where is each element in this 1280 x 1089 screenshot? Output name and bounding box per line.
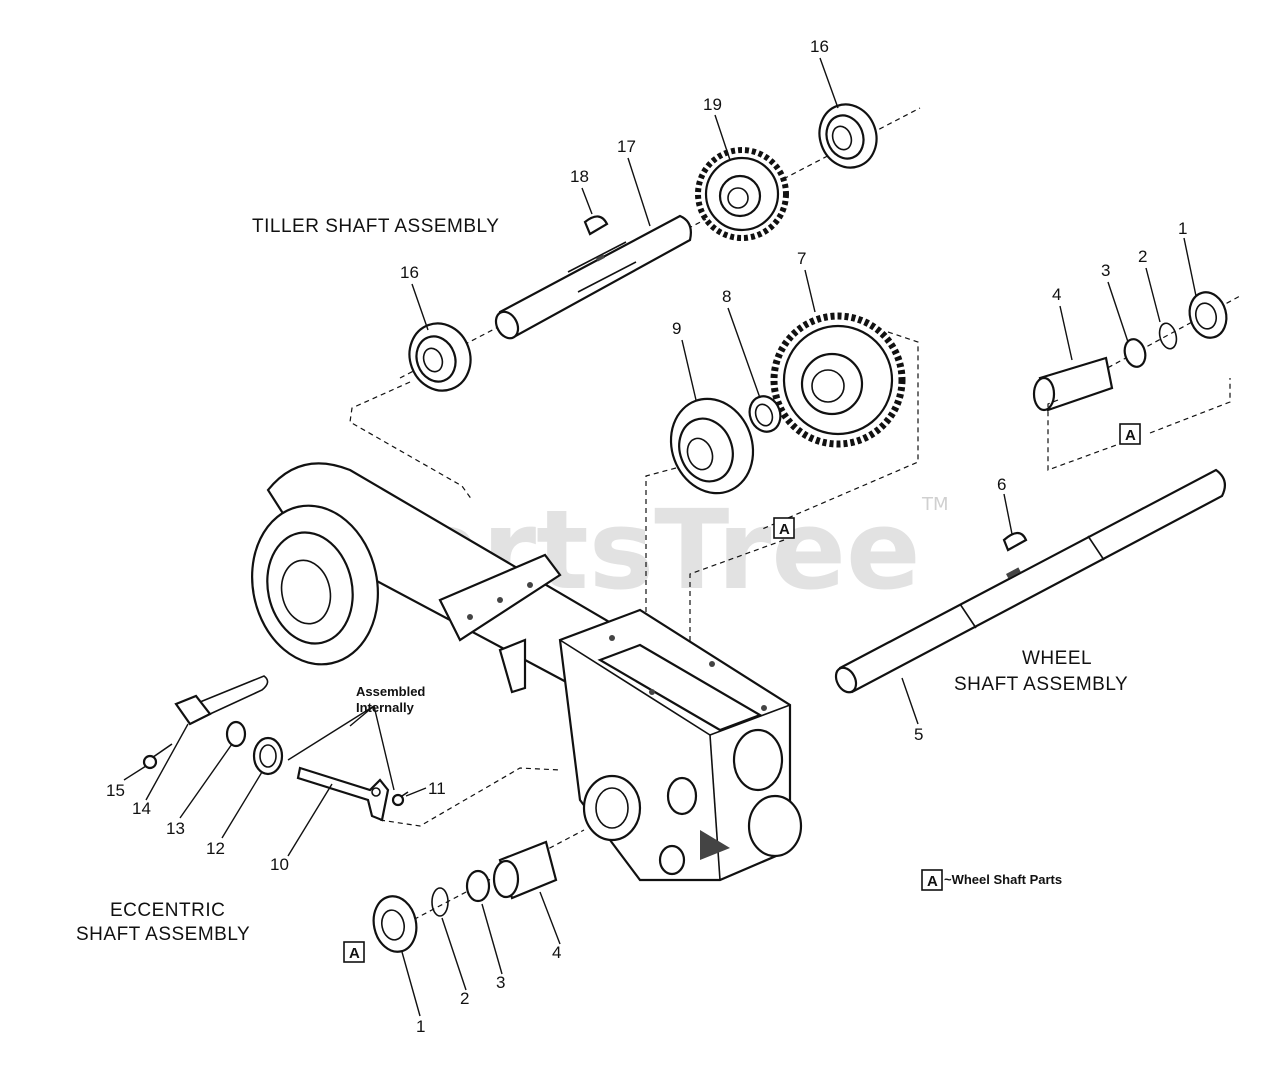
- callout-2-bottom: 2: [460, 989, 469, 1008]
- tine-housing[interactable]: [238, 462, 642, 702]
- spacer-4-right[interactable]: [1032, 356, 1114, 412]
- callout-6: 6: [997, 475, 1006, 494]
- callout-2-right: 2: [1138, 247, 1147, 266]
- bearing-1-right[interactable]: [1185, 288, 1232, 342]
- note-line-1: Assembled: [356, 684, 425, 699]
- gear-7[interactable]: [770, 312, 906, 448]
- callout-11: 11: [428, 779, 446, 798]
- legend-text: ~Wheel Shaft Parts: [944, 872, 1062, 887]
- callout-17: 17: [617, 137, 636, 156]
- callout-14: 14: [132, 799, 151, 818]
- washer-8[interactable]: [745, 392, 786, 436]
- callout-1-bottom: 1: [416, 1017, 425, 1036]
- marker-a-bottom: A: [343, 941, 365, 963]
- retaining-ring-2-bottom[interactable]: [431, 887, 449, 917]
- callout-16-top: 16: [810, 37, 829, 56]
- callout-4-bottom: 4: [552, 943, 561, 962]
- eccentric-lever-14[interactable]: [174, 675, 269, 726]
- legend: A ~Wheel Shaft Parts: [921, 869, 1062, 891]
- callout-7: 7: [797, 249, 806, 268]
- wheel-shaft-5[interactable]: [832, 468, 1227, 696]
- callout-5: 5: [914, 725, 923, 744]
- callout-16-left: 16: [400, 263, 419, 282]
- washer-13[interactable]: [225, 720, 247, 748]
- spacer-4-bottom[interactable]: [492, 840, 558, 900]
- screw-15[interactable]: [142, 743, 173, 770]
- callout-4-right: 4: [1052, 285, 1061, 304]
- tiller-shaft-17[interactable]: [492, 214, 692, 342]
- callout-9: 9: [672, 319, 681, 338]
- callout-18: 18: [570, 167, 589, 186]
- screw-11[interactable]: [391, 791, 409, 807]
- bearing-16-top[interactable]: [811, 96, 886, 175]
- sprocket-9[interactable]: [658, 387, 766, 505]
- legend-marker: A: [927, 873, 938, 890]
- wheel-shaft-assembly-title-1: WHEEL: [1022, 648, 1092, 669]
- gear-19[interactable]: [695, 147, 789, 241]
- callout-13: 13: [166, 819, 185, 838]
- tiller-shaft-assembly-title: TILLER SHAFT ASSEMBLY: [252, 216, 499, 237]
- svg-text:A: A: [779, 521, 790, 538]
- watermark-tm: TM: [921, 494, 949, 515]
- marker-a-right: A: [1119, 423, 1141, 445]
- bearing-1-bottom[interactable]: [369, 892, 422, 956]
- callout-1-right: 1: [1178, 219, 1187, 238]
- eccentric-shaft-10[interactable]: [296, 766, 390, 822]
- washer-3-bottom[interactable]: [465, 869, 491, 903]
- marker-a-gear: A: [773, 517, 795, 539]
- eccentric-link: [379, 767, 561, 827]
- eccentric-shaft-assembly-title-1: ECCENTRIC: [110, 900, 225, 921]
- callout-12: 12: [206, 839, 225, 858]
- spring-12[interactable]: [252, 736, 284, 776]
- washer-3-right[interactable]: [1122, 337, 1149, 369]
- a-bracket-right: [1047, 378, 1231, 471]
- note-line-2: Internally: [356, 700, 415, 715]
- callout-3-right: 3: [1101, 261, 1110, 280]
- bearing-16-left[interactable]: [400, 315, 480, 399]
- svg-text:A: A: [1125, 427, 1136, 444]
- callout-19: 19: [703, 95, 722, 114]
- callout-10: 10: [270, 855, 289, 874]
- gear7-link: [759, 331, 919, 531]
- callout-15: 15: [106, 781, 125, 800]
- eccentric-shaft-assembly-title-2: SHAFT ASSEMBLY: [76, 924, 250, 945]
- callout-8: 8: [722, 287, 731, 306]
- wheel-shaft-assembly-title-2: SHAFT ASSEMBLY: [954, 674, 1128, 695]
- svg-text:A: A: [349, 945, 360, 962]
- key-6[interactable]: [1002, 531, 1028, 552]
- transmission-case[interactable]: [558, 608, 803, 882]
- key-18[interactable]: [583, 215, 609, 236]
- callout-3-bottom: 3: [496, 973, 505, 992]
- retaining-ring-2-right[interactable]: [1157, 321, 1179, 350]
